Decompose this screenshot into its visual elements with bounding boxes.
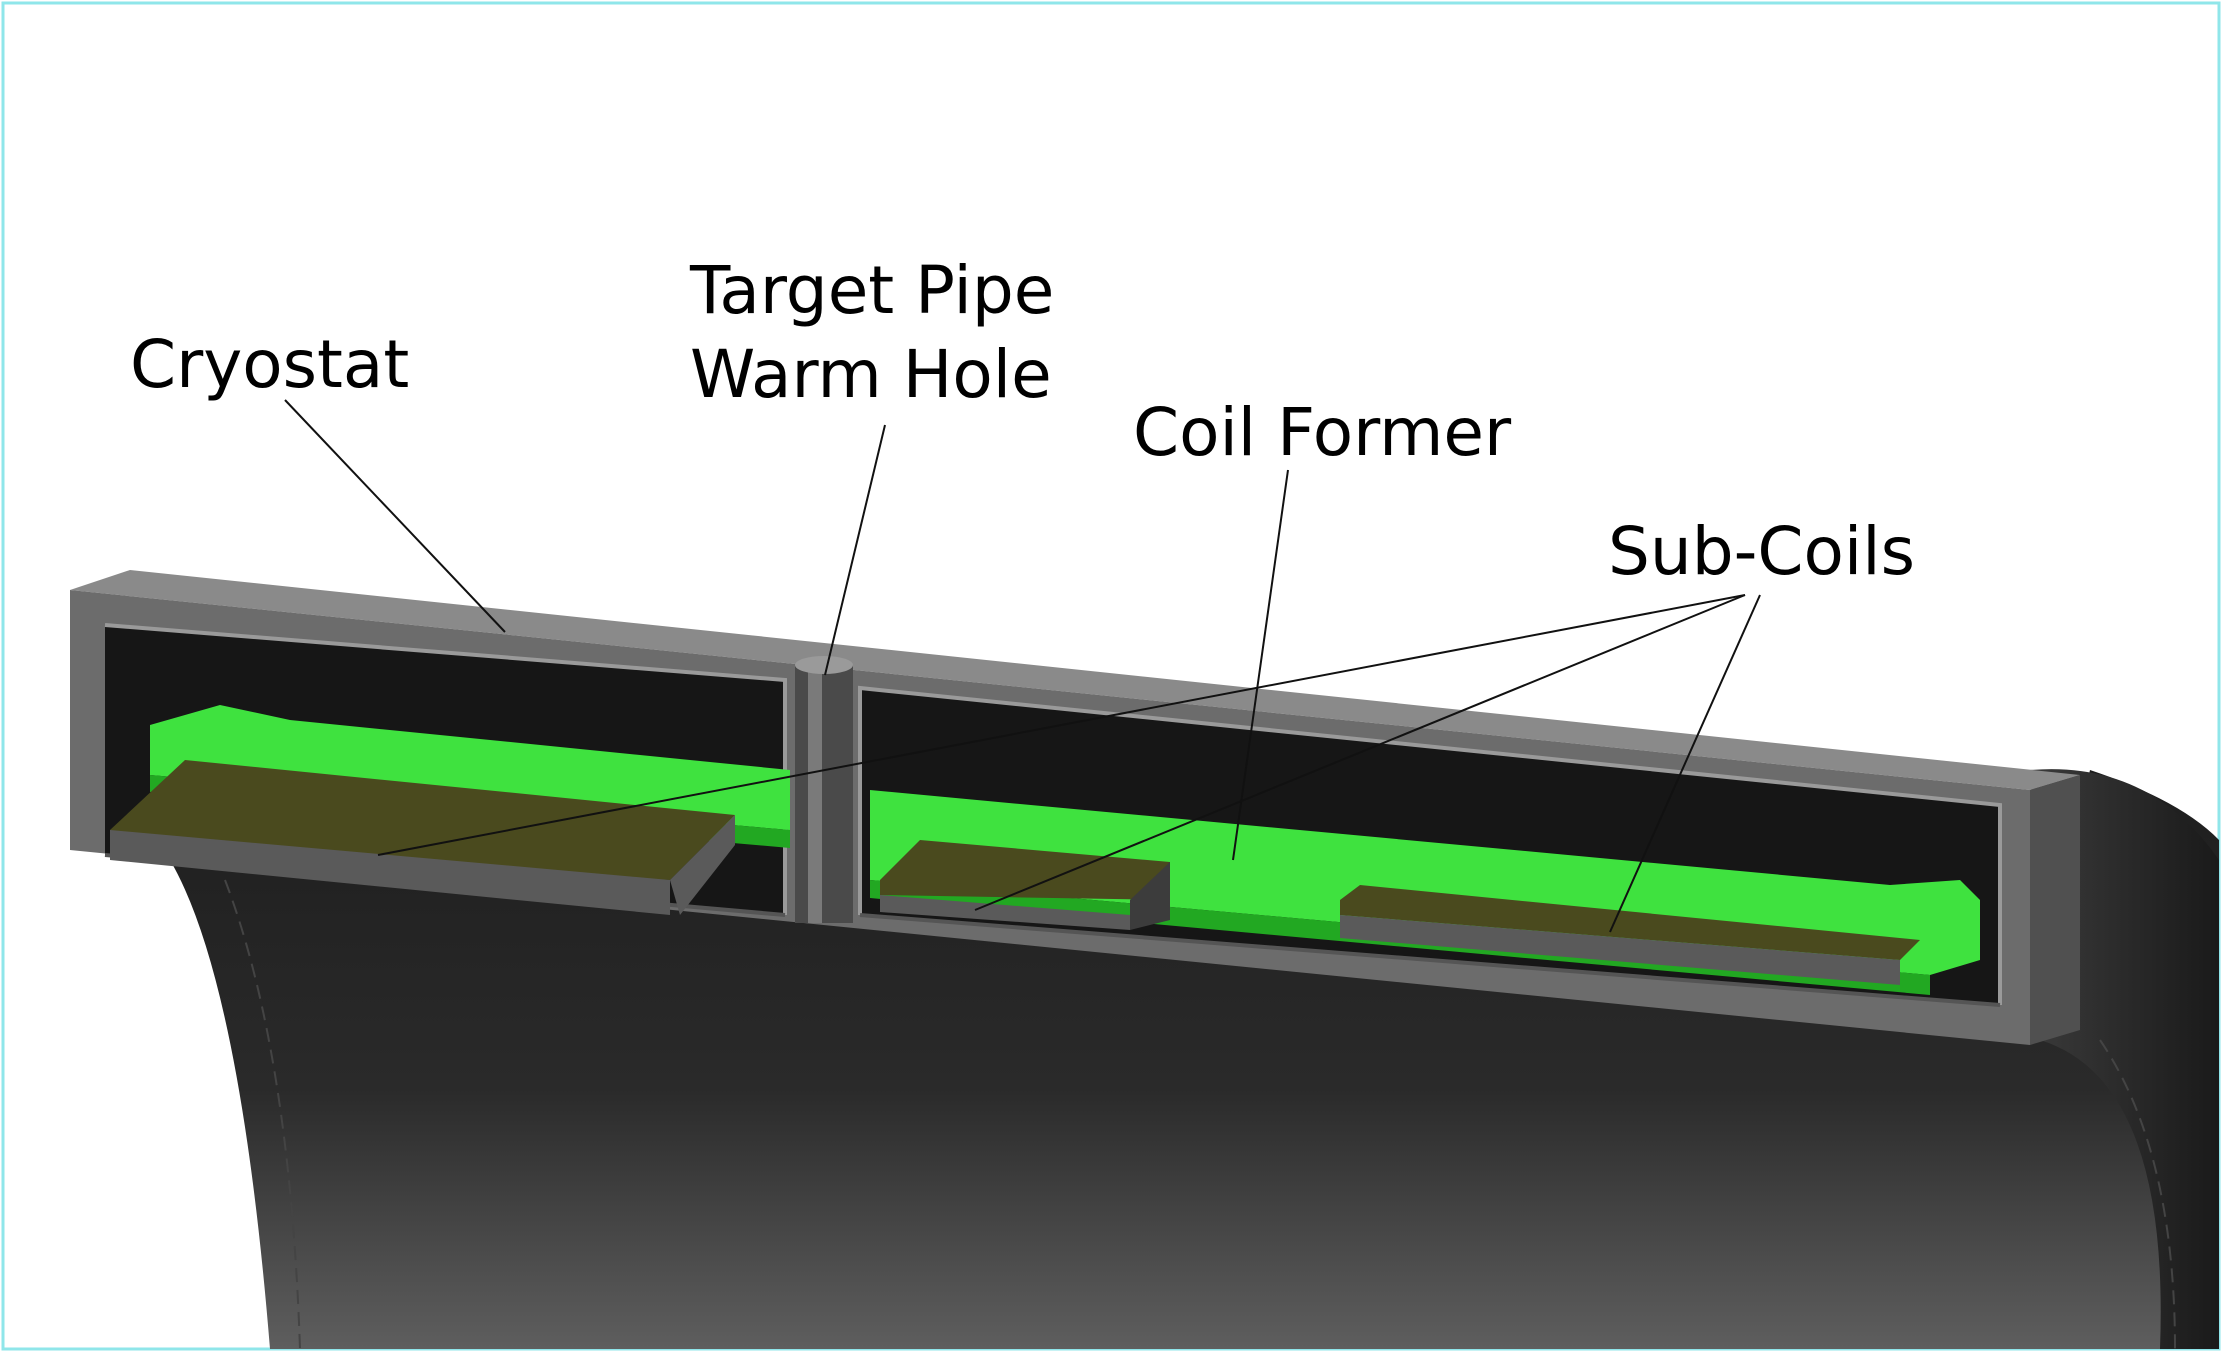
bore-edge-arc-left: [224, 879, 301, 1350]
label-target-pipe-line2: Warm Hole: [690, 336, 1052, 413]
cavity-rim-right: [858, 685, 2002, 1005]
leader-lines: [284, 399, 1761, 933]
sub-coil-2-side: [880, 895, 1130, 930]
leader-sub-coil-2: [974, 594, 1746, 911]
sub-coil-2: [880, 840, 1170, 900]
sub-coil-3: [1340, 885, 1920, 960]
leader-cryostat: [284, 399, 506, 633]
leader-target-pipe: [824, 424, 886, 676]
target-pipe: [795, 665, 853, 923]
leader-sub-coil-1: [377, 594, 1746, 856]
sub-coil-1-end: [670, 815, 735, 915]
sub-coil-1-side: [110, 830, 670, 915]
cavity-bottom-right: [859, 913, 2001, 1007]
leader-sub-coil-3: [1609, 594, 1761, 933]
sub-coil-2-end: [1130, 862, 1170, 930]
label-target-pipe-line1: Target Pipe: [689, 252, 1054, 329]
target-pipe-highlight: [808, 665, 822, 923]
label-coil-former: Coil Former: [1133, 394, 1512, 471]
bore-edge-arc-right: [2099, 1039, 2176, 1350]
coil-former-left: [150, 705, 790, 830]
leader-coil-former: [1232, 469, 1289, 861]
cryostat-top-face: [70, 570, 2080, 790]
cryostat-right-side: [2030, 775, 2080, 1045]
target-pipe-top: [795, 656, 853, 674]
label-sub-coils: Sub-Coils: [1608, 513, 1915, 590]
label-cryostat: Cryostat: [130, 326, 409, 403]
sub-coil-3-side: [1340, 915, 1900, 985]
bore-cylinder: [170, 770, 2219, 1349]
